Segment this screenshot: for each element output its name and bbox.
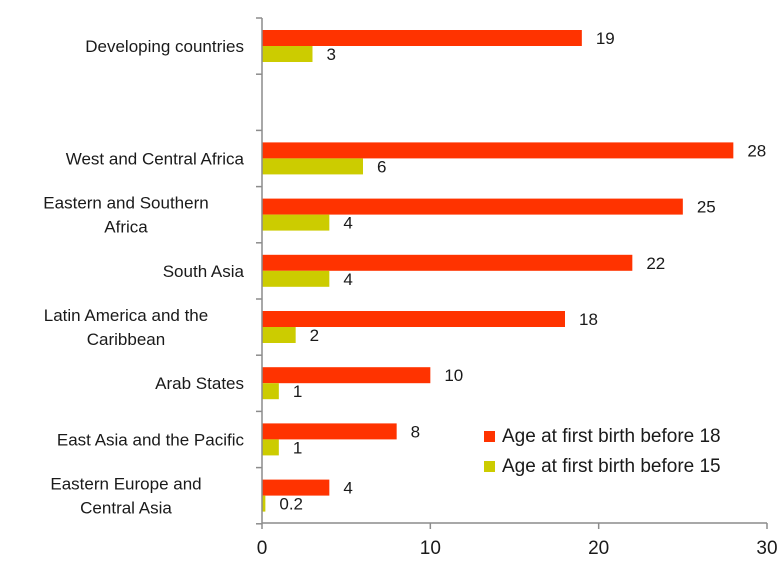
data-label-before-15-0: 3 [327,45,336,64]
bar-before-15-3 [262,214,330,231]
category-label-line: Developing countries [85,37,244,56]
legend-swatch-0 [484,431,495,442]
x-tick-label-30: 30 [756,538,777,559]
category-label-line: Latin America and the [44,306,208,325]
bars-layer [262,30,734,512]
legend-label-1: Age at first birth before 15 [502,456,721,477]
category-label-4: South Asia [163,262,245,281]
bar-before-18-6 [262,367,431,384]
category-label-line: Africa [104,218,148,237]
category-label-2: West and Central Africa [66,149,245,168]
data-label-before-15-7: 1 [293,438,302,457]
bar-before-18-2 [262,142,734,159]
data-label-before-18-6: 10 [444,366,463,385]
category-label-line: Caribbean [87,330,165,349]
legend-label-0: Age at first birth before 18 [502,426,721,447]
bar-before-18-0 [262,30,582,46]
data-label-before-18-2: 28 [747,141,766,160]
x-tick-label-10: 10 [420,538,441,559]
category-label-line: East Asia and the Pacific [57,430,245,449]
category-label-7: East Asia and the Pacific [57,430,245,449]
category-label-0: Developing countries [85,37,244,56]
bar-before-15-4 [262,270,330,287]
data-label-before-18-7: 8 [411,422,420,441]
bar-before-15-8 [262,495,266,512]
legend: Age at first birth before 18 Age at first… [484,426,721,477]
bar-before-18-8 [262,479,330,496]
legend-swatch-1 [484,461,495,472]
category-label-line: Eastern Europe and [50,475,201,494]
data-label-before-15-5: 2 [310,326,319,345]
category-label-line: South Asia [163,262,245,281]
bar-before-18-4 [262,254,633,271]
data-label-before-15-4: 4 [343,270,352,289]
bar-before-15-5 [262,327,296,343]
bar-before-18-5 [262,311,565,327]
data-label-before-18-0: 19 [596,29,615,48]
x-tick-label-0: 0 [257,538,268,559]
bar-before-15-6 [262,383,279,400]
data-label-before-15-6: 1 [293,382,302,401]
category-label-line: West and Central Africa [66,149,245,168]
category-label-line: Central Asia [80,499,172,518]
category-label-6: Arab States [155,374,244,393]
category-label-line: Eastern and Southern [43,194,208,213]
data-label-before-18-5: 18 [579,310,598,329]
data-label-before-18-3: 25 [697,198,716,217]
axis-layer: 0 10 20 30 [256,17,778,559]
data-label-before-15-8: 0.2 [279,495,303,514]
data-label-before-15-2: 6 [377,157,386,176]
bar-before-15-0 [262,46,313,62]
bar-before-15-2 [262,158,363,175]
data-label-before-18-8: 4 [343,479,352,498]
bar-before-15-7 [262,439,279,456]
bar-before-18-7 [262,423,397,440]
x-tick-label-20: 20 [588,538,609,559]
category-label-line: Arab States [155,374,244,393]
data-label-before-18-4: 22 [646,254,665,273]
data-label-before-15-3: 4 [343,214,352,233]
bar-before-18-3 [262,198,683,215]
